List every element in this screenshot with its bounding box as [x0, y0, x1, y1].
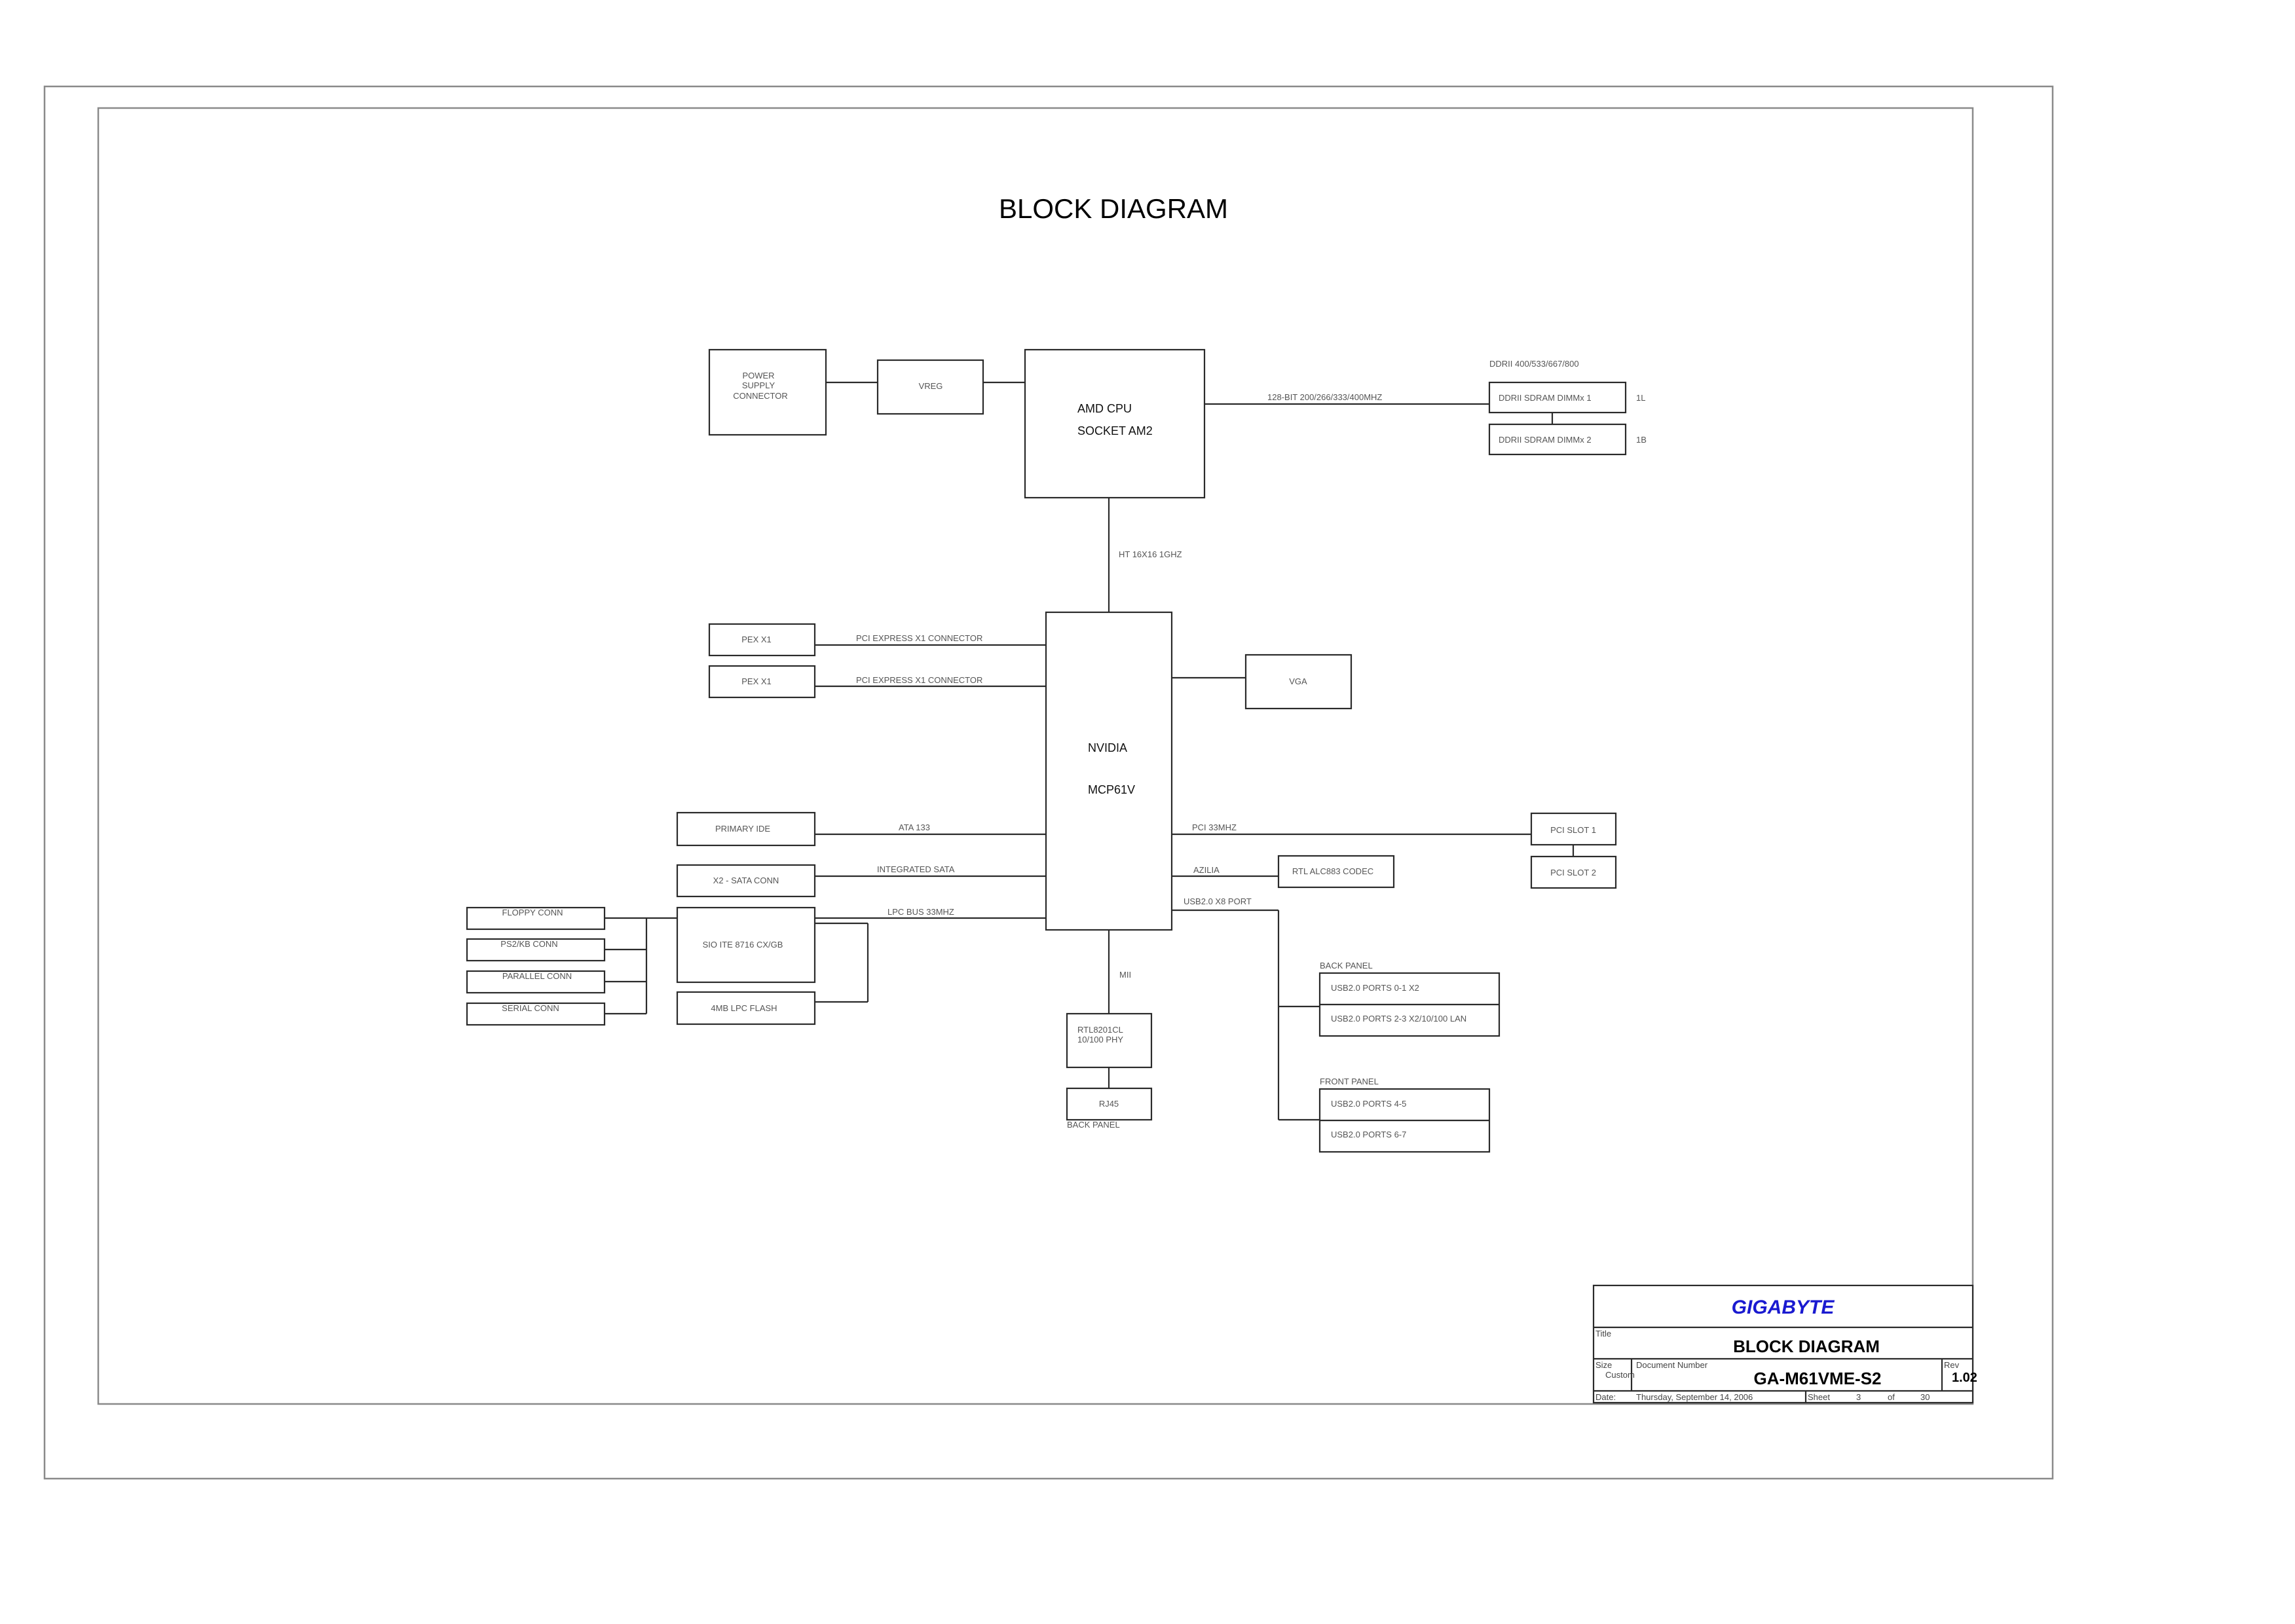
title-block-title: BLOCK DIAGRAM: [1733, 1337, 1880, 1356]
sheet-total: 30: [1920, 1392, 1930, 1402]
svg-text:MCP61V: MCP61V: [1088, 783, 1135, 796]
svg-text:10/100 PHY: 10/100 PHY: [1077, 1035, 1123, 1044]
svg-text:FLOPPY CONN: FLOPPY CONN: [502, 908, 563, 917]
primary-ide-block: PRIMARY IDE: [676, 811, 816, 847]
svg-text:VREG: VREG: [919, 381, 943, 391]
svg-text:X2 - SATA CONN: X2 - SATA CONN: [713, 876, 779, 885]
document-number-label: Document Number: [1636, 1360, 1708, 1370]
floppy-conn-block: FLOPPY CONN: [466, 906, 606, 931]
svg-text:SOCKET AM2: SOCKET AM2: [1077, 424, 1153, 437]
audio-codec-block: RTL ALC883 CODEC: [1277, 855, 1395, 889]
size-label: Size: [1595, 1360, 1612, 1370]
pex-x1-block-1: PEX X1: [708, 623, 816, 657]
svg-text:DDRII SDRAM DIMMx 1: DDRII SDRAM DIMMx 1: [1499, 393, 1592, 403]
svg-text:POWER: POWER: [742, 371, 774, 380]
usb-port-label: USB2.0 X8 PORT: [1184, 896, 1252, 906]
memory-bus-label: 128-BIT 200/266/333/400MHZ: [1267, 392, 1382, 402]
amd-cpu-block: AMD CPU SOCKET AM2: [1024, 348, 1206, 499]
rj45-block: RJ45: [1066, 1087, 1153, 1121]
of-label: of: [1888, 1392, 1895, 1402]
connection-lines: [605, 381, 1575, 1121]
serial-conn-block: SERIAL CONN: [466, 1002, 606, 1026]
ata-bus-label: ATA 133: [899, 822, 930, 832]
power-supply-connector-block: POWER SUPPLY CONNECTOR: [708, 348, 827, 436]
svg-text:SERIAL CONN: SERIAL CONN: [502, 1003, 559, 1013]
document-number: GA-M61VME-S2: [1753, 1369, 1881, 1388]
ps2-kb-conn-block: PS2/KB CONN: [466, 938, 606, 962]
svg-text:NVIDIA: NVIDIA: [1088, 741, 1127, 754]
ddr-header-label: DDRII 400/533/667/800: [1489, 359, 1579, 369]
date-label: Date:: [1595, 1392, 1616, 1402]
front-panel-label: FRONT PANEL: [1320, 1077, 1379, 1086]
parallel-conn-block: PARALLEL CONN: [466, 970, 606, 994]
azilia-label: AZILIA: [1193, 865, 1220, 875]
nvidia-mcp61v-block: NVIDIA MCP61V: [1045, 611, 1173, 931]
vga-block: VGA: [1244, 654, 1353, 710]
svg-text:PARALLEL CONN: PARALLEL CONN: [502, 971, 572, 981]
svg-text:4MB LPC FLASH: 4MB LPC FLASH: [711, 1003, 777, 1013]
brand-logo: GIGABYTE: [1732, 1297, 1835, 1318]
sata-bus-label: INTEGRATED SATA: [877, 864, 955, 874]
svg-text:USB2.0 PORTS 6-7: USB2.0 PORTS 6-7: [1331, 1130, 1406, 1139]
back-panel-label: BACK PANEL: [1320, 961, 1373, 970]
title-label: Title: [1595, 1329, 1611, 1338]
vreg-block: VREG: [876, 359, 984, 415]
rj45-back-panel-label: BACK PANEL: [1067, 1120, 1120, 1130]
svg-text:AMD CPU: AMD CPU: [1077, 402, 1132, 415]
pcie-connector-label-2: PCI EXPRESS X1 CONNECTOR: [856, 675, 982, 685]
svg-text:DDRII SDRAM DIMMx 2: DDRII SDRAM DIMMx 2: [1499, 435, 1592, 445]
svg-text:PCI SLOT 1: PCI SLOT 1: [1550, 825, 1596, 835]
svg-text:SIO ITE 8716 CX/GB: SIO ITE 8716 CX/GB: [703, 940, 783, 950]
date-value: Thursday, September 14, 2006: [1636, 1392, 1753, 1402]
svg-text:CONNECTOR: CONNECTOR: [733, 391, 788, 401]
svg-text:SUPPLY: SUPPLY: [742, 380, 775, 390]
rev-label: Rev: [1944, 1360, 1960, 1370]
pcie-connector-label-1: PCI EXPRESS X1 CONNECTOR: [856, 633, 982, 643]
mii-label: MII: [1119, 970, 1131, 980]
ht-link-label: HT 16X16 1GHZ: [1119, 549, 1182, 559]
svg-text:USB2.0 PORTS 0-1 X2: USB2.0 PORTS 0-1 X2: [1331, 983, 1419, 993]
svg-text:RTL8201CL: RTL8201CL: [1077, 1025, 1123, 1035]
svg-text:RTL ALC883 CODEC: RTL ALC883 CODEC: [1292, 866, 1373, 876]
svg-text:VGA: VGA: [1289, 676, 1307, 686]
dimm1-tag: 1L: [1636, 393, 1645, 403]
pci-bus-label: PCI 33MHZ: [1192, 822, 1237, 832]
title-block: GIGABYTE Title BLOCK DIAGRAM Size Custom…: [1592, 1284, 1977, 1404]
svg-text:PRIMARY IDE: PRIMARY IDE: [715, 824, 770, 834]
sheet-label: Sheet: [1808, 1392, 1830, 1402]
revision: 1.02: [1952, 1371, 1977, 1385]
size-value: Custom: [1605, 1370, 1635, 1380]
usb-back-panel-block: USB2.0 PORTS 0-1 X2 USB2.0 PORTS 2-3 X2/…: [1318, 972, 1501, 1037]
svg-text:PS2/KB CONN: PS2/KB CONN: [500, 939, 557, 949]
pex-x1-block-2: PEX X1: [708, 665, 816, 699]
pci-slot-1-block: PCI SLOT 1: [1530, 812, 1617, 846]
svg-text:PEX X1: PEX X1: [741, 676, 772, 686]
super-io-block: SIO ITE 8716 CX/GB: [676, 906, 816, 984]
svg-text:PEX X1: PEX X1: [741, 635, 772, 644]
dimm2-block: DDRII SDRAM DIMMx 2: [1488, 423, 1627, 456]
inner-frame: [97, 107, 1974, 1405]
svg-text:USB2.0 PORTS 2-3 X2/10/100: USB2.0 PORTS 2-3 X2/10/100 LAN: [1331, 1014, 1466, 1024]
dimm1-block: DDRII SDRAM DIMMx 1: [1488, 381, 1627, 414]
usb-front-panel-block: USB2.0 PORTS 4-5 USB2.0 PORTS 6-7: [1318, 1088, 1491, 1153]
dimm2-tag: 1B: [1636, 435, 1647, 445]
svg-text:USB2.0 PORTS 4-5: USB2.0 PORTS 4-5: [1331, 1099, 1406, 1109]
svg-text:PCI SLOT 2: PCI SLOT 2: [1550, 868, 1596, 877]
lan-phy-block: RTL8201CL 10/100 PHY: [1066, 1012, 1153, 1069]
svg-text:RJ45: RJ45: [1099, 1099, 1119, 1109]
lpc-bus-label: LPC BUS 33MHZ: [887, 907, 954, 917]
lpc-flash-block: 4MB LPC FLASH: [676, 991, 816, 1025]
sheet-number: 3: [1856, 1392, 1861, 1402]
pci-slot-2-block: PCI SLOT 2: [1530, 855, 1617, 889]
page-title: BLOCK DIAGRAM: [999, 193, 1228, 224]
sata-conn-block: X2 - SATA CONN: [676, 864, 816, 898]
outer-frame: [43, 85, 2054, 1480]
